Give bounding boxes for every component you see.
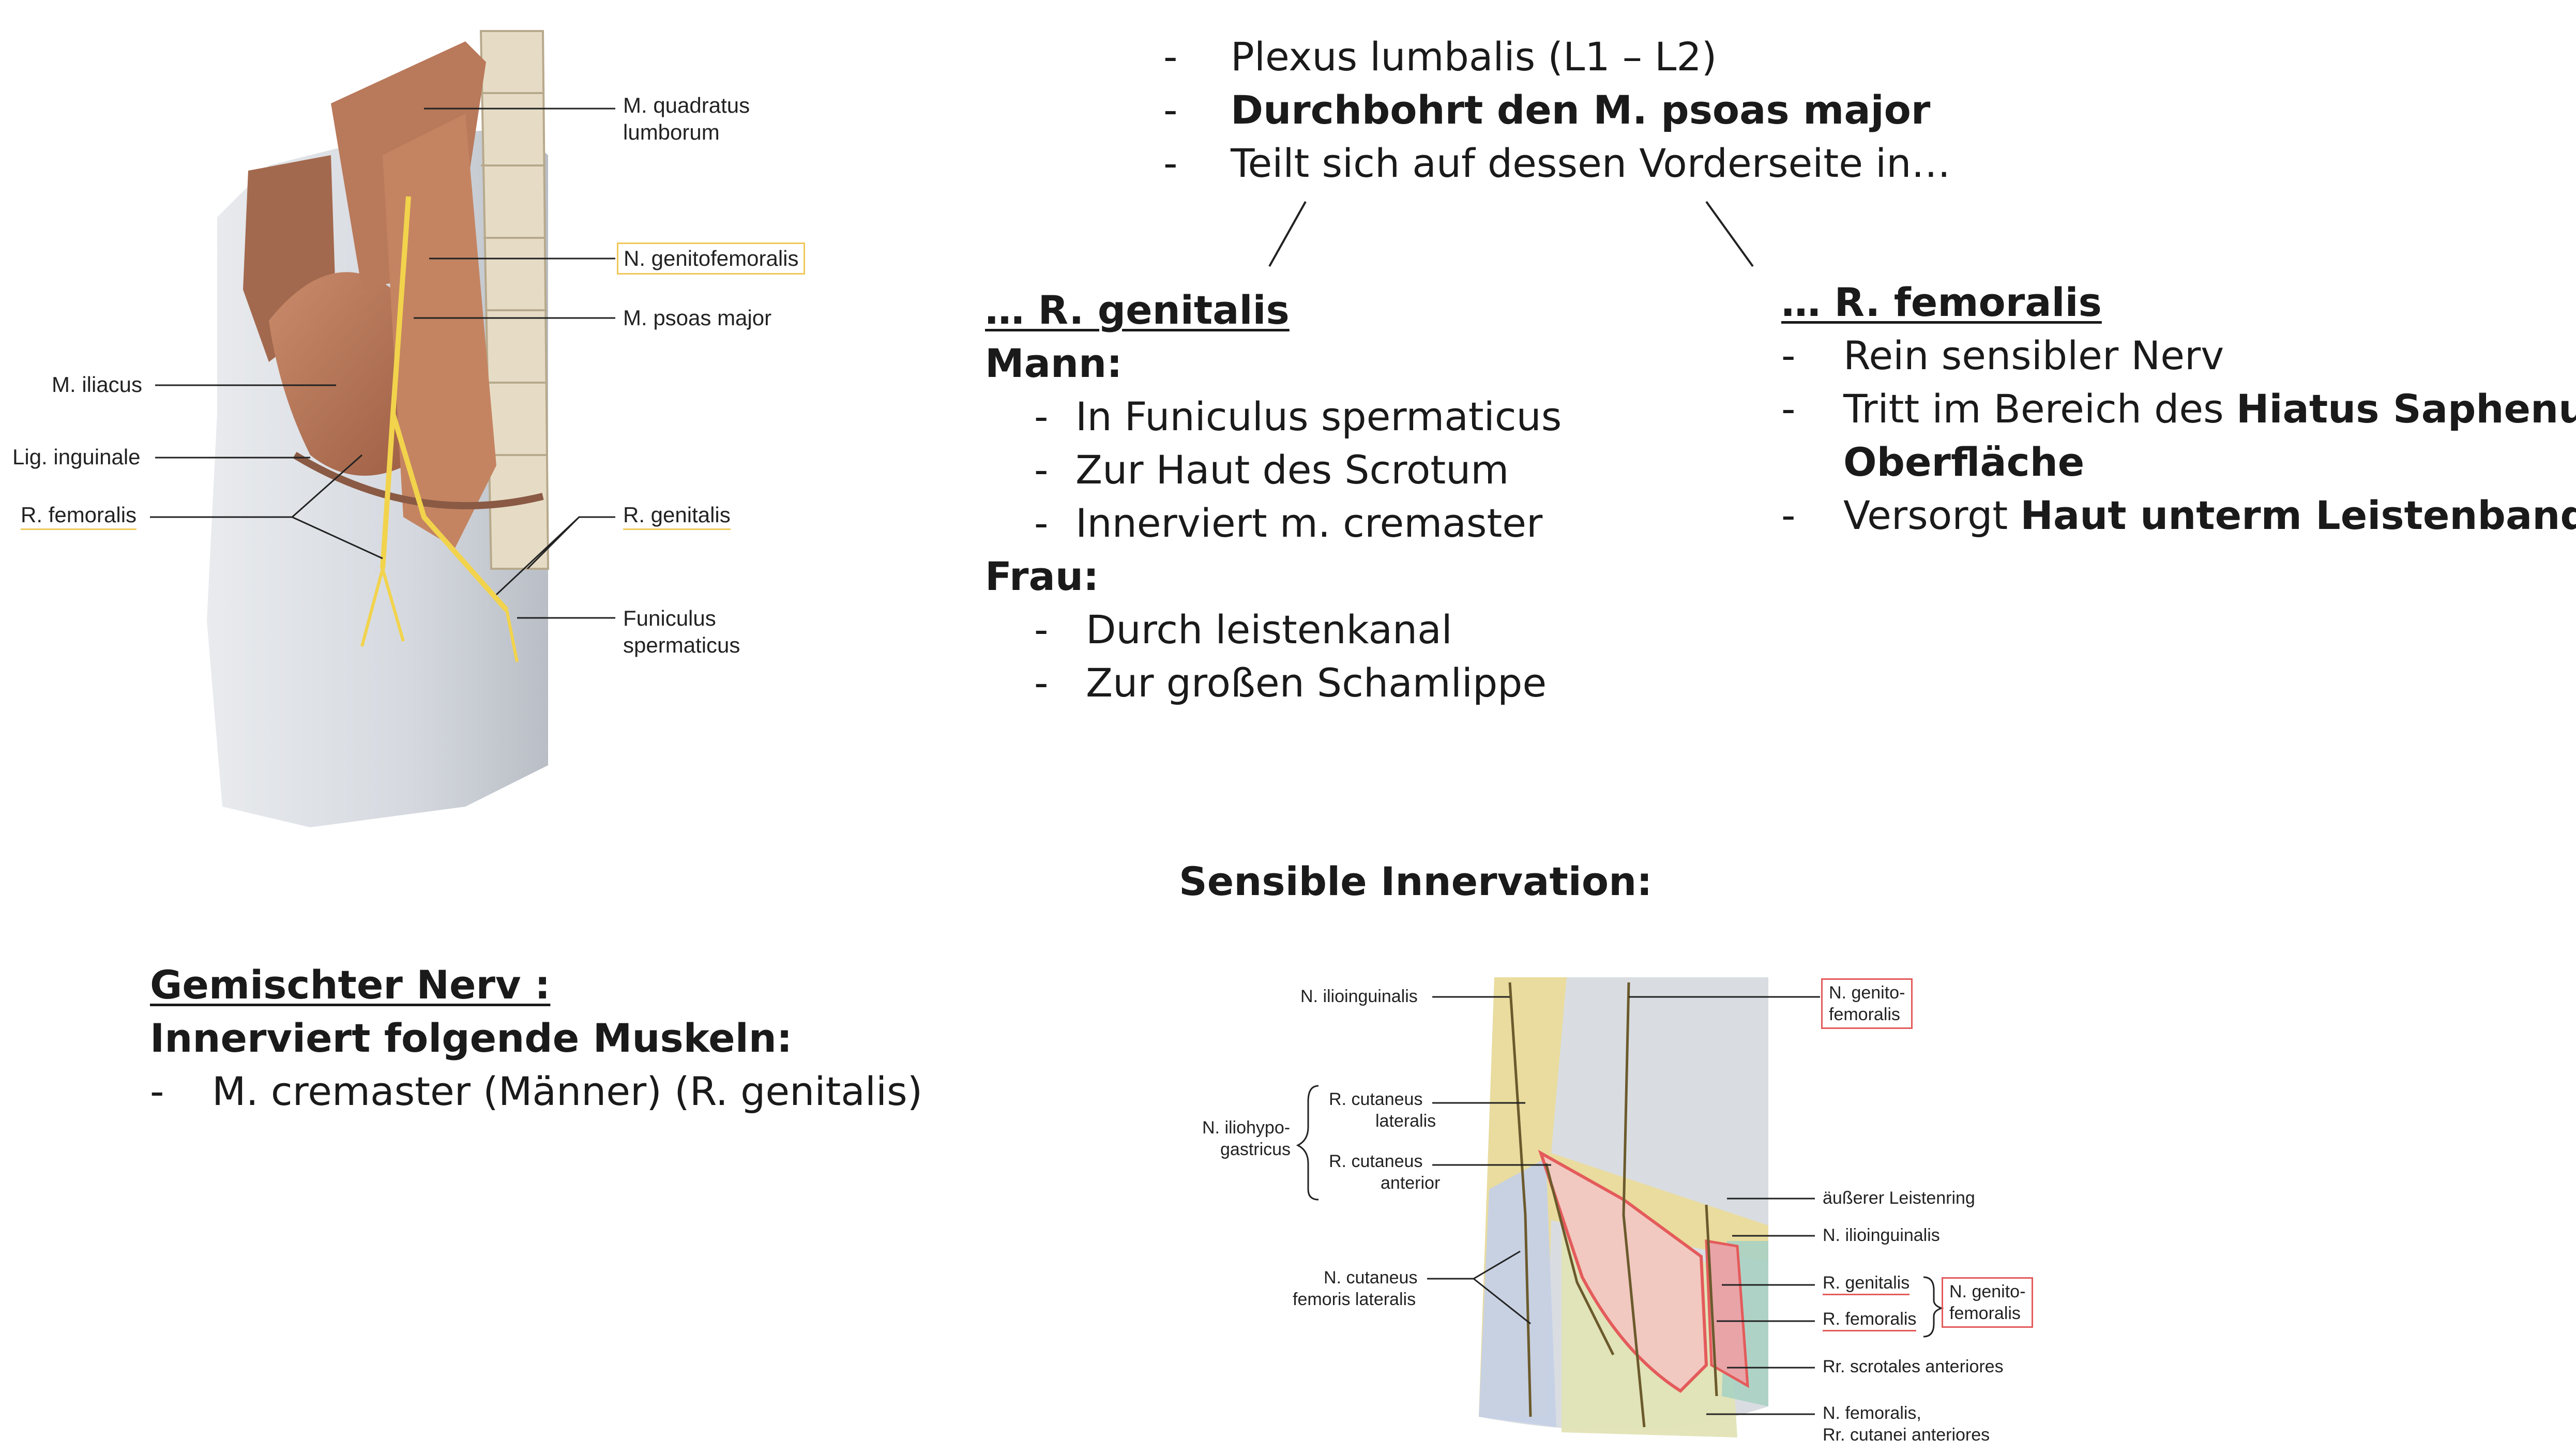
label-iliohypo-2: gastricus: [1220, 1140, 1291, 1159]
top-list-item-2: Durchbohrt den M. psoas major: [1231, 87, 1931, 133]
label-r-genitalis-bottom: R. genitalis: [1823, 1272, 1910, 1295]
label-r-femoralis: R. femoralis: [21, 502, 137, 530]
mann-dash-1: -: [1034, 393, 1049, 440]
top-list-dash-1: -: [1163, 34, 1178, 80]
fem-item-2-bold: Hiatus Saphenus an: [2236, 386, 2576, 432]
label-cut-fem-2: femoris lateralis: [1293, 1290, 1416, 1309]
mann-item-1: In Funiculus spermaticus: [1075, 393, 1562, 440]
genitalis-heading: … R. genitalis: [985, 287, 1290, 333]
label-femoralis-1: N. femoralis,: [1823, 1403, 1921, 1423]
fem-dash-2: -: [1781, 386, 1796, 432]
label-cut-lat-1: R. cutaneus: [1329, 1089, 1423, 1109]
iliacus-muscle: [269, 272, 424, 476]
fem-dash-3: -: [1781, 492, 1796, 538]
brace-genitofemoralis: [1923, 1276, 1944, 1338]
fem-dash-1: -: [1781, 332, 1796, 378]
top-list-item-1: Plexus lumbalis (L1 – L2): [1231, 34, 1717, 80]
label-femoralis-2: Rr. cutanei anteriores: [1823, 1425, 1990, 1445]
branch-line-right: [1705, 201, 1754, 267]
label-genito-r-2: femoralis: [1949, 1304, 2021, 1323]
femoralis-heading: … R. femoralis: [1781, 279, 2102, 325]
label-leistenring: äußerer Leistenring: [1823, 1188, 1975, 1208]
mixed-heading: Gemischter Nerv :: [150, 962, 551, 1008]
label-ilioinguinalis-top: N. ilioinguinalis: [1300, 987, 1418, 1006]
label-psoas: M. psoas major: [623, 306, 772, 330]
label-genitofemoralis: N. genitofemoralis: [617, 243, 806, 275]
label-r-femoralis-bottom: R. femoralis: [1823, 1308, 1917, 1331]
top-anatomy-figure: [150, 30, 615, 827]
fem-item-1: Rein sensibler Nerv: [1843, 332, 2224, 378]
label-ilioinguinalis-r: N. ilioinguinalis: [1823, 1225, 1940, 1245]
mann-dash-2: -: [1034, 447, 1049, 493]
genitofemoral-nerve: [380, 196, 509, 612]
fem-item-3: Versorgt Haut unterm Leistenband: [1843, 490, 2576, 541]
label-iliacus: M. iliacus: [52, 372, 143, 397]
top-list-dash-2: -: [1163, 87, 1178, 133]
sensible-title: Sensible Innervation:: [1179, 858, 1653, 904]
label-cut-ant-1: R. cutaneus: [1329, 1152, 1423, 1171]
mixed-subheading: Innerviert folgende Muskeln:: [150, 1015, 793, 1061]
label-genito-top-1: N. genito-: [1829, 983, 1905, 1003]
fem-item-3-bold: Haut unterm Leistenband: [2020, 492, 2576, 538]
frau-dash-1: -: [1034, 607, 1049, 653]
fem-item-2: Tritt im Bereich des Hiatus Saphenus an: [1843, 383, 2576, 435]
label-cut-lat-2: lateralis: [1375, 1111, 1436, 1131]
top-list-dash-3: -: [1163, 140, 1178, 186]
frau-dash-2: -: [1034, 660, 1049, 706]
label-funiculus-2: spermaticus: [623, 633, 740, 657]
brace-iliohypogastricus: [1296, 1085, 1319, 1201]
inguinal-ligament: [293, 452, 544, 509]
zone-genitalis: [1705, 1239, 1749, 1388]
label-quadratus-2: lumborum: [623, 120, 720, 144]
zone-cutaneus-femoris-lateralis: [1479, 1158, 1556, 1427]
label-genito-top-2: femoralis: [1829, 1005, 1900, 1024]
label-genito-r-1: N. genito-: [1949, 1282, 2026, 1301]
label-lig-inguinale: Lig. inguinale: [12, 445, 141, 469]
label-cut-fem-1: N. cutaneus: [1324, 1268, 1418, 1288]
label-genito-top-box: N. genito- femoralis: [1821, 978, 1913, 1029]
fem-item-3-pre: Versorgt: [1843, 492, 2021, 538]
frau-item-2: Zur großen Schamlippe: [1086, 660, 1547, 706]
mann-item-2: Zur Haut des Scrotum: [1075, 447, 1509, 493]
mann-item-3: Innerviert m. cremaster: [1075, 500, 1543, 546]
top-list-item-3: Teilt sich auf dessen Vorderseite in…: [1231, 140, 1951, 186]
mixed-dash: -: [150, 1068, 164, 1114]
fem-item-2-line2: Oberfläche: [1843, 439, 2085, 485]
zone-genitofemoralis: [1538, 1149, 1708, 1393]
genitalis-mann: Mann:: [985, 340, 1123, 386]
mixed-item: M. cremaster (Männer) (R. genitalis): [212, 1068, 923, 1114]
label-iliohypo-1: N. iliohypo-: [1202, 1118, 1291, 1138]
frau-item-1: Durch leistenkanal: [1086, 607, 1452, 653]
mann-dash-3: -: [1034, 500, 1049, 546]
label-cut-ant-2: anterior: [1381, 1173, 1441, 1193]
genitalis-frau: Frau:: [985, 553, 1099, 599]
label-scrotales: Rr. scrotales anteriores: [1823, 1357, 2004, 1376]
label-quadratus-1: M. quadratus: [623, 93, 750, 117]
label-funiculus-1: Funiculus: [623, 606, 716, 630]
psoas-muscle: [383, 114, 496, 548]
fem-item-2-pre: Tritt im Bereich des: [1843, 386, 2236, 432]
label-genito-r-box: N. genito- femoralis: [1942, 1277, 2034, 1328]
branch-line-left: [1268, 201, 1307, 267]
label-r-genitalis: R. genitalis: [623, 502, 731, 530]
